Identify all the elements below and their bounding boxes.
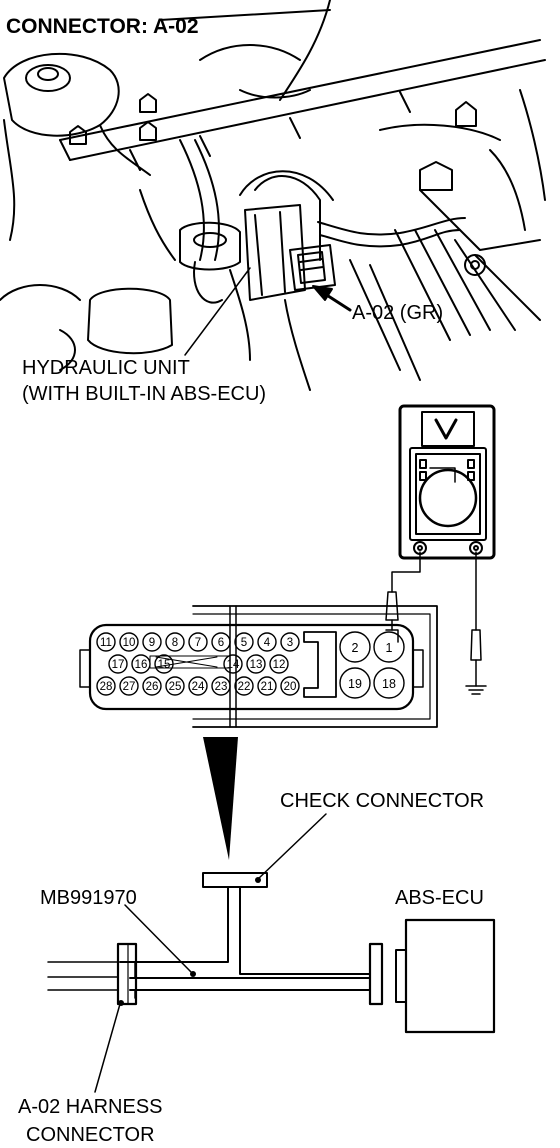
abs-ecu-label: ABS-ECU <box>395 887 484 909</box>
pin-label: 28 <box>100 681 113 693</box>
connector-pins <box>96 631 405 699</box>
pin-label: 15 <box>158 659 171 671</box>
pin-row-1 <box>96 632 300 652</box>
pin-row-2 <box>108 654 289 674</box>
check-connector-label: CHECK CONNECTOR <box>280 790 485 812</box>
pin-label: 20 <box>284 681 297 693</box>
pin-label: 27 <box>123 681 136 693</box>
pin-label: 19 <box>348 677 362 691</box>
harness-connector-label-line1: A-02 HARNESS <box>18 1096 163 1118</box>
pin-label: 3 <box>287 637 293 649</box>
hydraulic-unit-label-line1: HYDRAULIC UNIT <box>22 357 190 379</box>
pin-label: 5 <box>241 637 247 649</box>
pin-label: 12 <box>273 659 286 671</box>
page-title: CONNECTOR: A-02 <box>6 15 199 38</box>
pin-label: 23 <box>215 681 228 693</box>
pin-label: 10 <box>123 637 136 649</box>
engine-bay-illustration <box>0 0 546 391</box>
tool-number-label: MB991970 <box>40 887 137 909</box>
pin-large <box>339 631 405 699</box>
pin-label: 7 <box>195 637 201 649</box>
pin-label: 13 <box>250 659 263 671</box>
pin-label: 4 <box>264 637 271 649</box>
pin-label: 17 <box>112 659 125 671</box>
connector-callout-label: A-02 (GR) <box>352 302 444 324</box>
connector-face <box>79 605 438 728</box>
pin-label: 21 <box>261 681 274 693</box>
pin-label: 25 <box>169 681 182 693</box>
pin-label: 16 <box>135 659 148 671</box>
harness-connector-label-line2: CONNECTOR <box>26 1124 155 1146</box>
pin-label: 8 <box>172 637 178 649</box>
pin-label: 11 <box>100 637 112 649</box>
pin-label: 22 <box>238 681 251 693</box>
pin-row-3 <box>96 676 300 696</box>
pin-label: 24 <box>192 681 205 693</box>
pin-label: 9 <box>149 637 155 649</box>
pin-label: 2 <box>352 641 359 655</box>
pin-label: 6 <box>218 637 224 649</box>
pin-label: 1 <box>386 641 393 655</box>
pin-label: 18 <box>382 677 396 691</box>
pin-label: 26 <box>146 681 159 693</box>
hydraulic-unit-label-line2: (WITH BUILT-IN ABS-ECU) <box>22 383 267 405</box>
multimeter <box>398 404 496 560</box>
pin-label: 14 <box>227 659 240 671</box>
